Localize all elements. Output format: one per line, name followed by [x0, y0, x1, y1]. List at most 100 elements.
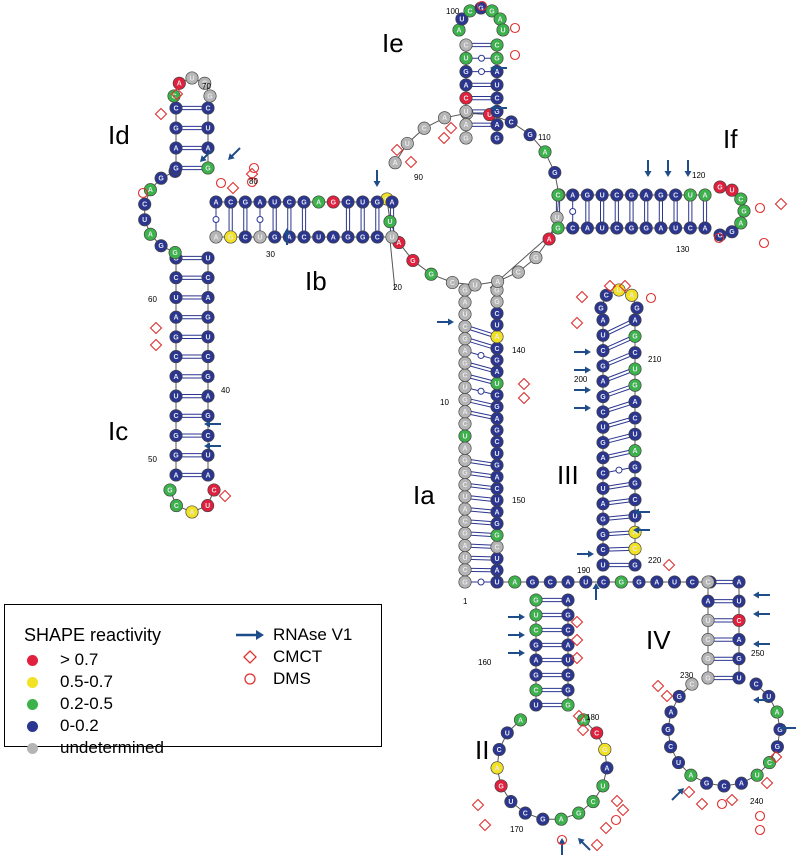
nucleotide-iii-right-3: A [628, 525, 642, 539]
nucleotide-ia-left-1: G [458, 575, 472, 589]
nucleotide-iii-left-1: U [596, 558, 610, 572]
nucleotide-ic-left-5: G [169, 330, 183, 344]
svg-text:G: G [205, 165, 211, 172]
nucleotide-iv-loop-11: U [750, 768, 764, 782]
svg-text:C: C [462, 567, 467, 574]
legend-label-mid: 0.5-0.7 [60, 672, 113, 691]
svg-text:G: G [478, 5, 484, 12]
pos-label-150: 150 [512, 496, 526, 505]
cmct-diamond-icon [651, 679, 665, 693]
svg-text:G: G [632, 464, 638, 471]
pos-label-1: 1 [463, 597, 468, 606]
svg-text:A: A [632, 317, 637, 324]
svg-text:G: G [462, 287, 468, 294]
nucleotide-ie-left-8: C [459, 38, 473, 52]
svg-text:C: C [173, 354, 178, 361]
svg-text:A: A [600, 379, 605, 386]
nucleotide-ib-top-12: C [224, 195, 238, 209]
nucleotide-iv-right-6: U [732, 671, 746, 685]
svg-text:U: U [729, 188, 734, 195]
svg-text:C: C [462, 421, 467, 428]
position-labels: 1 10 20 30 40 50 60 70 80 90 100 110 120… [148, 7, 765, 834]
svg-text:C: C [205, 433, 210, 440]
svg-text:G: G [629, 225, 635, 232]
nucleotide-ib-bottom-11: C [238, 230, 252, 244]
cmct-diamond-icon [599, 821, 613, 835]
dms-circle-icon [610, 814, 622, 826]
nucleotide-ia-left-10: G [458, 465, 472, 480]
svg-text:C: C [174, 503, 179, 510]
svg-text:C: C [205, 275, 210, 282]
svg-text:G: G [600, 363, 606, 370]
svg-text:C: C [717, 232, 722, 239]
svg-text:G: G [736, 656, 742, 663]
svg-text:A: A [547, 236, 552, 243]
rnase-v1-arrow-icon [592, 583, 600, 600]
nucleotide-if-bottom-11: A [698, 221, 712, 235]
nucleotide-ib-top-9: U [268, 195, 282, 209]
svg-text:G: G [576, 811, 582, 818]
dms-circle-icon [476, 0, 488, 12]
nucleotide-iv-loop-1: C [685, 677, 699, 691]
legend-row-rnase: RNAse V1 [235, 625, 352, 645]
svg-text:G: G [704, 781, 710, 788]
nucleotide-ib-top-10: A [253, 195, 267, 209]
domain-label-ia: Ia [413, 480, 435, 510]
nucleotide-iv-loop-17: C [749, 677, 763, 691]
nucleotide-iv-right-4: A [732, 633, 746, 647]
svg-text:G: G [494, 299, 500, 306]
svg-text:U: U [205, 255, 210, 262]
nucleotide-ib-top-7: G [297, 195, 311, 209]
nucleotide-iv-right-3: C [732, 613, 746, 627]
svg-text:C: C [494, 486, 499, 493]
nucleotide-ia-left-22: C [458, 319, 472, 334]
svg-text:U: U [494, 579, 499, 586]
svg-text:A: A [393, 160, 398, 167]
nucleotide-id-loop-5: G [203, 89, 217, 103]
nucleotide-ia-left-4: A [458, 538, 472, 553]
nucleotide-ib-bottom-1: U [385, 230, 399, 244]
svg-text:A: A [462, 348, 467, 355]
svg-text:C: C [600, 471, 605, 478]
nucleotide-ia-right-9: C [490, 482, 504, 496]
svg-text:C: C [494, 311, 499, 318]
nucleotide-ia-left-12: A [458, 441, 472, 455]
dms-circle-icon [215, 177, 227, 189]
dms-circle-icon [246, 176, 258, 188]
nucleotide-ib-bottom-2: C [370, 230, 384, 244]
nucleotide-iii-left-13: A [596, 374, 610, 388]
nucleotide-ia-right-13: C [490, 435, 504, 449]
svg-text:C: C [591, 799, 596, 806]
nucleotide-ib-top-4: C [341, 195, 355, 209]
svg-text:C: C [523, 811, 528, 818]
nucleotide-ia-right-23: U [490, 318, 504, 332]
svg-text:C: C [673, 192, 678, 199]
nucleotide-ie-loop-6: A [493, 12, 507, 26]
legend-box: SHAPE reactivity > 0.7 0.5-0.7 0.2-0.5 0… [4, 604, 382, 757]
cmct-diamond-icon [218, 489, 232, 503]
svg-text:G: G [228, 234, 234, 241]
nucleotide-ib-top-2: G [370, 195, 384, 209]
svg-text:A: A [774, 709, 779, 716]
svg-text:A: A [736, 579, 741, 586]
svg-text:C: C [463, 42, 468, 49]
svg-text:G: G [565, 612, 571, 619]
nucleotide-ic-loop-4: U [201, 499, 215, 513]
svg-text:C: C [211, 487, 216, 494]
rnase-v1-arrow-icon [644, 160, 652, 177]
nucleotide-ii-loop-1: A [513, 713, 528, 727]
svg-text:C: C [632, 497, 637, 504]
nucleotide-junction-6: U [579, 575, 593, 589]
pos-label-60: 60 [148, 295, 157, 304]
svg-text:G: G [272, 234, 278, 241]
legend-dot-undetermined [27, 742, 38, 754]
legend-label-cmct: CMCT [273, 647, 323, 666]
svg-text:U: U [736, 675, 741, 682]
legend-row-cmct: CMCT [235, 647, 322, 667]
cmct-diamond-icon [616, 803, 630, 817]
svg-text:C: C [604, 293, 609, 300]
svg-text:G: G [600, 532, 606, 539]
svg-text:U: U [463, 109, 468, 116]
legend-row-mid: 0.5-0.7 [27, 672, 113, 692]
nucleotide-ib-bottom-5: A [326, 230, 340, 244]
